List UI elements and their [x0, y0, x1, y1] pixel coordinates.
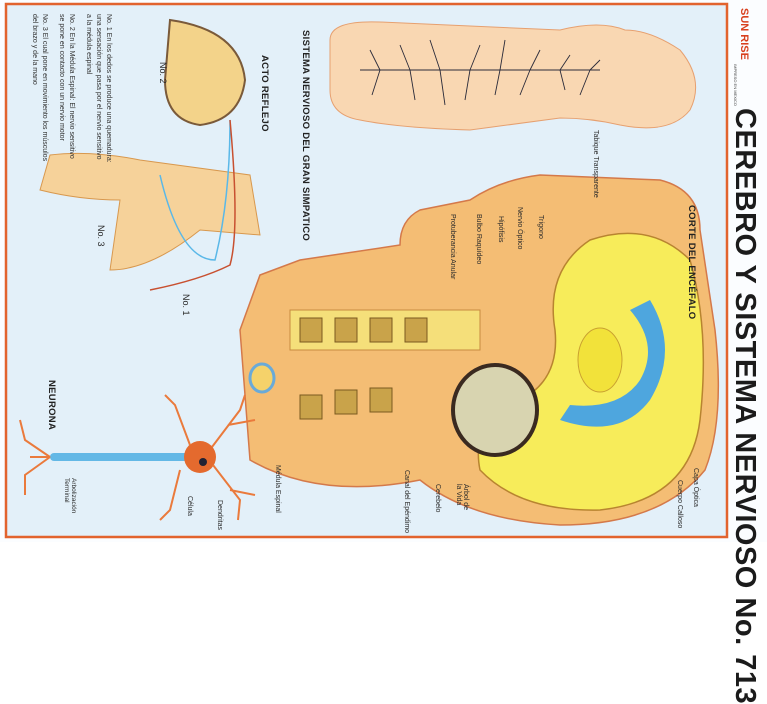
label-nervio-optico: Nervio Óptico — [516, 207, 523, 250]
cerebellum — [451, 363, 539, 457]
sympathetic-nerves — [360, 39, 601, 106]
reflex-info-1: No. 1 En los dedos se produce una quemad… — [85, 14, 112, 163]
label-trigono: Trígono — [537, 215, 544, 239]
reflex-info: No. 1 En los dedos se produce una quemad… — [22, 14, 113, 164]
reflex-number-1: No. 1 — [181, 294, 191, 316]
arm — [39, 152, 261, 271]
motor-nerve — [149, 119, 236, 291]
label-cerebelo: Cerebelo — [434, 484, 441, 513]
body-silhouette — [329, 21, 697, 131]
label-arbolizacion: Arbolización Terminal — [63, 478, 77, 514]
poster-illustration — [4, 2, 729, 539]
brand-logo: SUN RISE — [738, 8, 750, 60]
label-capa-optica: Capa Óptica — [692, 468, 699, 507]
label-cuerpo-calloso: Cuerpo Calloso — [676, 480, 683, 529]
section-title-neuron: NEURONA — [46, 380, 57, 431]
label-arbol-vida: Árbol de la Vida — [455, 484, 469, 511]
section-title-brain: CORTE DEL ENCÉFALO — [686, 205, 697, 320]
spinal-cord-section — [248, 362, 276, 394]
label-dendritas: Dendritas — [216, 500, 223, 530]
imprint-text: IMPRESO EN MEXICO — [733, 64, 738, 107]
spinal-cord-cross-section — [163, 18, 247, 127]
section-title-sympathetic: SISTEMA NERVIOSO DEL GRAN SIMPATICO — [300, 30, 311, 242]
neuron — [19, 394, 256, 521]
label-bulbo: Bulbo Raquídeo — [475, 214, 482, 265]
vertebrae — [299, 317, 428, 420]
section-title-reflex: ACTO REFLEJO — [259, 55, 270, 132]
thalamus — [577, 327, 623, 393]
label-medula-espinal: Médula Espinal — [274, 465, 281, 513]
label-protuberancia: Protuberancia Anular — [449, 214, 456, 280]
label-canal-ependimo: Canal del Epéndimo — [403, 470, 410, 534]
sensory-nerve — [159, 119, 231, 261]
reflex-info-3: No. 3 El cual pone en movimiento los mús… — [31, 14, 48, 162]
poster-title: CEREBRO Y SISTEMA NERVIOSO No. 713 — [729, 108, 761, 704]
reflex-info-2: No. 2 En la Médula Espinal: El nervio se… — [58, 14, 75, 159]
label-tabique: Tabique Transparente — [592, 130, 599, 198]
reflex-number-2: No. 2 — [158, 62, 168, 84]
label-celula: Célula — [186, 496, 193, 516]
corpus-callosum — [560, 300, 665, 427]
reflex-number-3: No. 3 — [96, 225, 106, 247]
label-hipofisis: Hipófisis — [497, 216, 504, 243]
